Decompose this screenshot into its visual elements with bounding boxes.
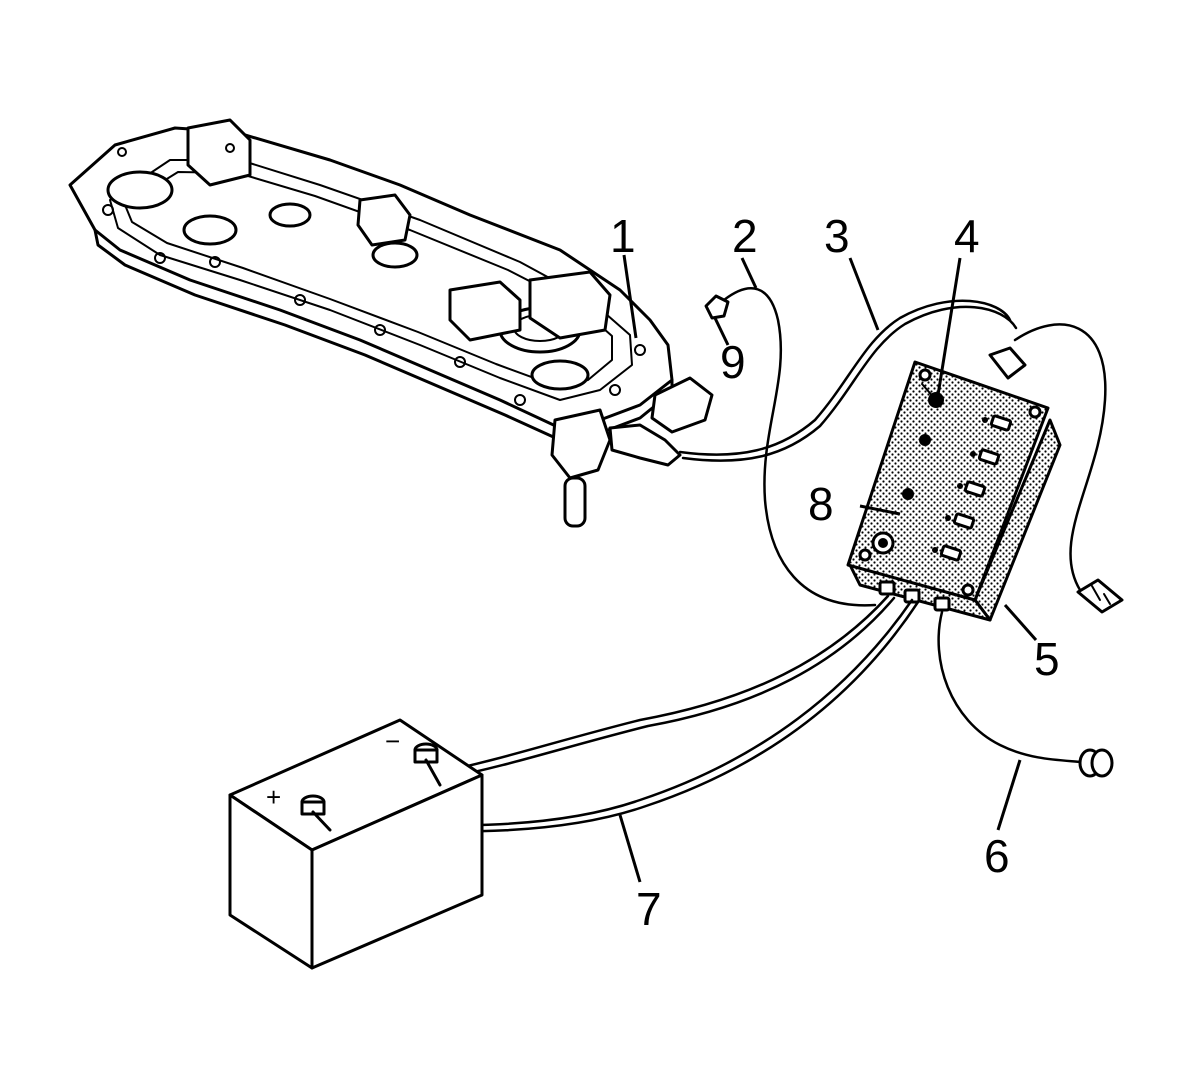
callout-1: 1 [610, 210, 636, 262]
battery-negative-sign: − [385, 726, 400, 756]
harness-wire [678, 299, 1018, 462]
callout-5: 5 [1034, 633, 1060, 685]
leader-lines [618, 254, 1038, 883]
callout-3: 3 [824, 210, 850, 262]
callout-9: 9 [720, 336, 746, 388]
battery: + − [228, 718, 484, 970]
callout-2: 2 [732, 210, 758, 262]
callout-7: 7 [636, 883, 662, 935]
probe-lead [704, 287, 877, 607]
side-connector-lead [1013, 323, 1124, 614]
test-box [846, 346, 1062, 622]
ground-lead [937, 610, 1114, 778]
callout-8: 8 [808, 478, 834, 530]
valve-body-assembly [68, 118, 714, 528]
callout-labels: 1 2 3 4 5 6 7 8 9 [610, 210, 1060, 935]
callout-6: 6 [984, 830, 1010, 882]
battery-positive-sign: + [266, 782, 281, 812]
callout-4: 4 [954, 210, 980, 262]
